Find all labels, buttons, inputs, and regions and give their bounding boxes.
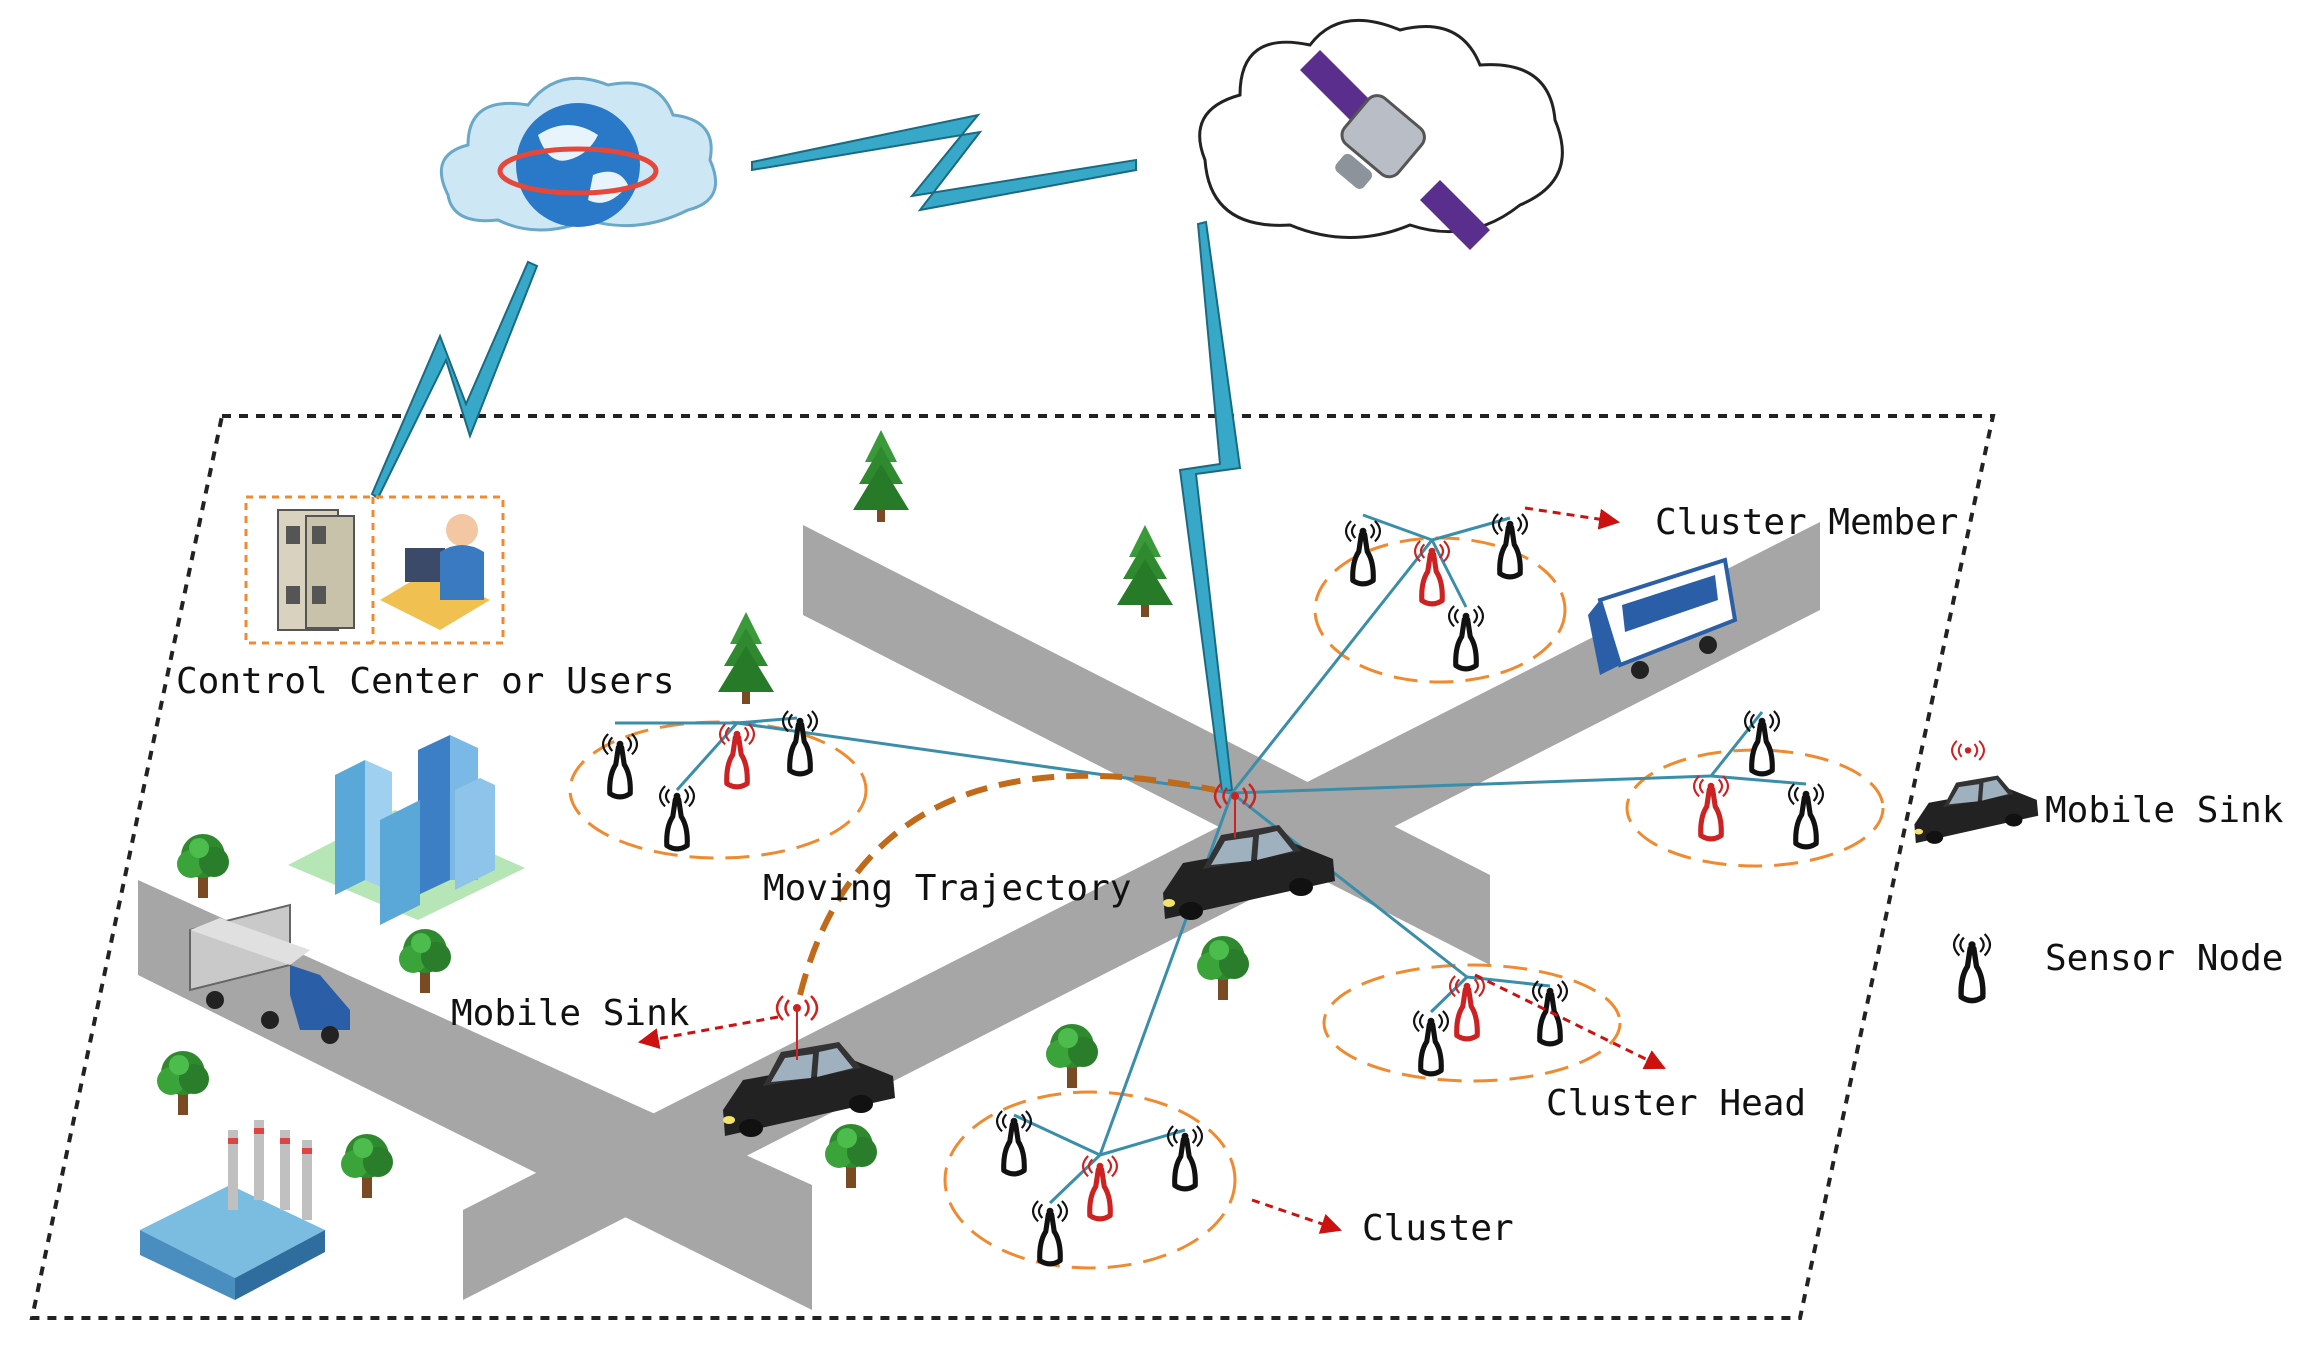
- internet-cloud-icon: [439, 76, 718, 232]
- legend-mobile-sink-icon: [1914, 739, 2039, 844]
- arrow-cluster-member: [1524, 506, 1621, 530]
- lightning-internet-satellite: [751, 113, 1137, 212]
- cluster-links: [615, 513, 1807, 1205]
- arrow-mobile-sink: [637, 1015, 779, 1049]
- sensor-node-icon: [1789, 784, 1823, 847]
- label-cluster: Cluster: [1362, 1208, 1514, 1249]
- sensor-node-icon: [660, 786, 694, 849]
- sensor-node-icon: [1493, 514, 1527, 577]
- sensor-node-icon: [1745, 711, 1779, 774]
- sensor-node-icon: [783, 711, 817, 774]
- sensor-node-icon: [603, 734, 637, 797]
- legend-sensor-node-label: Sensor Node: [2045, 938, 2283, 979]
- satellite-cloud-icon: [1198, 18, 1564, 250]
- legend-sensor-node-icon: [1954, 934, 1990, 1001]
- sensor-node-icon: [1033, 1201, 1067, 1264]
- label-cluster-head: Cluster Head: [1546, 1083, 1806, 1124]
- sensor-node-icon: [1168, 1126, 1202, 1189]
- cluster-head-icon: [1083, 1156, 1117, 1219]
- label-moving-trajectory: Moving Trajectory: [763, 868, 1131, 909]
- sensor-node-icon: [1346, 521, 1380, 584]
- sensor-node-icon: [1414, 1011, 1448, 1074]
- bus-icon: [1588, 557, 1738, 679]
- scene-boundary: [29, 414, 1996, 1320]
- cluster-head-icon: [720, 724, 754, 787]
- mobile-sink-center: [1163, 782, 1335, 920]
- control-center: [244, 495, 505, 645]
- cluster-bottom-right: [1322, 963, 1622, 1083]
- mobile-sink-lower: [723, 994, 895, 1137]
- label-control-center: Control Center or Users: [176, 661, 675, 702]
- lightning-satellite-sink: [1178, 220, 1242, 794]
- pointer-arrows: [637, 506, 1666, 1234]
- cluster-head-icon: [1450, 976, 1484, 1039]
- moving-trajectory-path: [797, 772, 1216, 996]
- label-mobile-sink: Mobile Sink: [451, 993, 690, 1034]
- arrow-cluster-head: [1474, 973, 1666, 1070]
- legend-mobile-sink-label: Mobile Sink: [2045, 790, 2284, 831]
- cluster-bottom: [943, 1090, 1237, 1270]
- legend: Mobile Sink Sensor Node: [1914, 739, 2284, 1001]
- arrow-cluster: [1251, 1198, 1342, 1234]
- label-cluster-member: Cluster Member: [1655, 502, 1958, 543]
- cluster-head-icon: [1694, 776, 1728, 839]
- sensor-node-icon: [1533, 981, 1567, 1044]
- lightning-internet-control: [370, 260, 539, 500]
- sensor-node-icon: [997, 1111, 1031, 1174]
- city-buildings-icon: [288, 735, 525, 925]
- sensor-node-icon: [1449, 606, 1483, 669]
- truck-icon: [189, 903, 350, 1044]
- cluster-head-icon: [1415, 541, 1449, 604]
- operator-workstation-icon: [380, 514, 490, 630]
- factory-icon: [140, 1120, 325, 1300]
- server-rack-icon: [277, 509, 355, 631]
